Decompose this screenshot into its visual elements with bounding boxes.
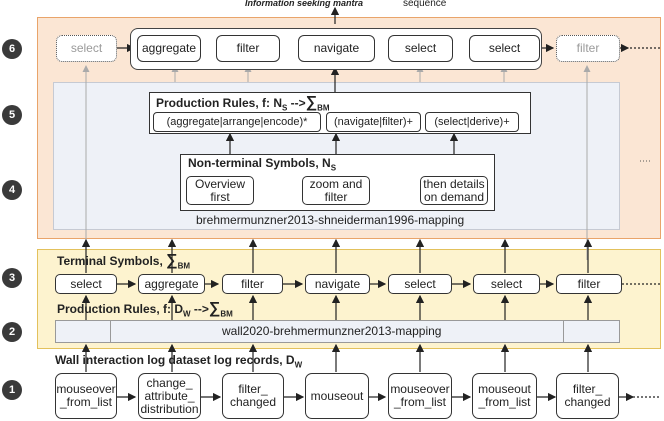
l3-navigate: navigate [305, 274, 370, 294]
log-filter-changed-1: filter_ changed [222, 373, 284, 419]
level-badge-4: 4 [2, 180, 22, 200]
nt-zoom-and-filter: zoom and filter [302, 176, 370, 205]
level-badge-3: 3 [2, 268, 22, 288]
sequence-label: sequence [403, 0, 447, 9]
non-terminal-title: Non-terminal Symbols, NS [188, 156, 337, 173]
nt-overview-first: Overview first [186, 176, 254, 205]
l6-navigate: navigate [298, 35, 375, 62]
production-rules-title: Production Rules, f: NS -->∑BM [156, 94, 330, 113]
l3-select-1: select [55, 274, 117, 294]
mapping-bar-divider-right [563, 320, 564, 343]
log-change-attribute-distribution: change_ attribute_ distribution [138, 373, 201, 419]
rule-aggregate-arrange-encode: (aggregate|arrange|encode)* [153, 112, 321, 132]
terminal-symbols-title: Terminal Symbols, ∑BM [57, 252, 191, 271]
rule-navigate-filter: (navigate|filter)+ [326, 112, 421, 132]
l6-filter: filter [216, 35, 280, 62]
log-mouseover-from-list-1: mouseover _from_list [55, 373, 117, 419]
level-badge-6: 6 [2, 39, 22, 59]
l3-filter: filter [222, 274, 283, 294]
level-badge-2: 2 [2, 322, 22, 342]
l3-filter-2: filter [556, 274, 622, 294]
l3-select-2: select [388, 274, 452, 294]
l3-aggregate: aggregate [138, 274, 205, 294]
l6-select-2: select [388, 35, 453, 62]
level-badge-1: 1 [2, 380, 22, 400]
mapping-label-upper: brehmermunzner2013-shneiderman1996-mappi… [196, 213, 465, 227]
l3-select-3: select [473, 274, 540, 294]
production-rules-dw-title: Production Rules, f: DW -->∑BM [57, 300, 233, 319]
mapping-bar-divider-left [110, 320, 111, 343]
log-mouseover-from-list-2: mouseover _from_list [388, 373, 452, 419]
l6-aggregate: aggregate [137, 35, 201, 62]
level-badge-5: 5 [2, 105, 22, 125]
mapping-bar-lower [55, 320, 620, 343]
log-records-title: Wall interaction log dataset log records… [55, 353, 303, 370]
mantra-label: Information seeking mantra [245, 0, 364, 8]
l6-select-3: select [469, 35, 540, 62]
rule-select-derive: (select|derive)+ [425, 112, 519, 132]
log-mouseout-from-list: mouseout _from_list [472, 373, 537, 419]
mapping-label-lower: wall2020-brehmermunzner2013-mapping [222, 324, 442, 338]
log-filter-changed-2: filter_ changed [556, 373, 619, 419]
log-mouseout: mouseout [305, 373, 369, 419]
l6-filter-2: filter [556, 35, 620, 62]
nt-details-on-demand: then details on demand [420, 176, 488, 205]
l6-select-1: select [56, 35, 117, 62]
